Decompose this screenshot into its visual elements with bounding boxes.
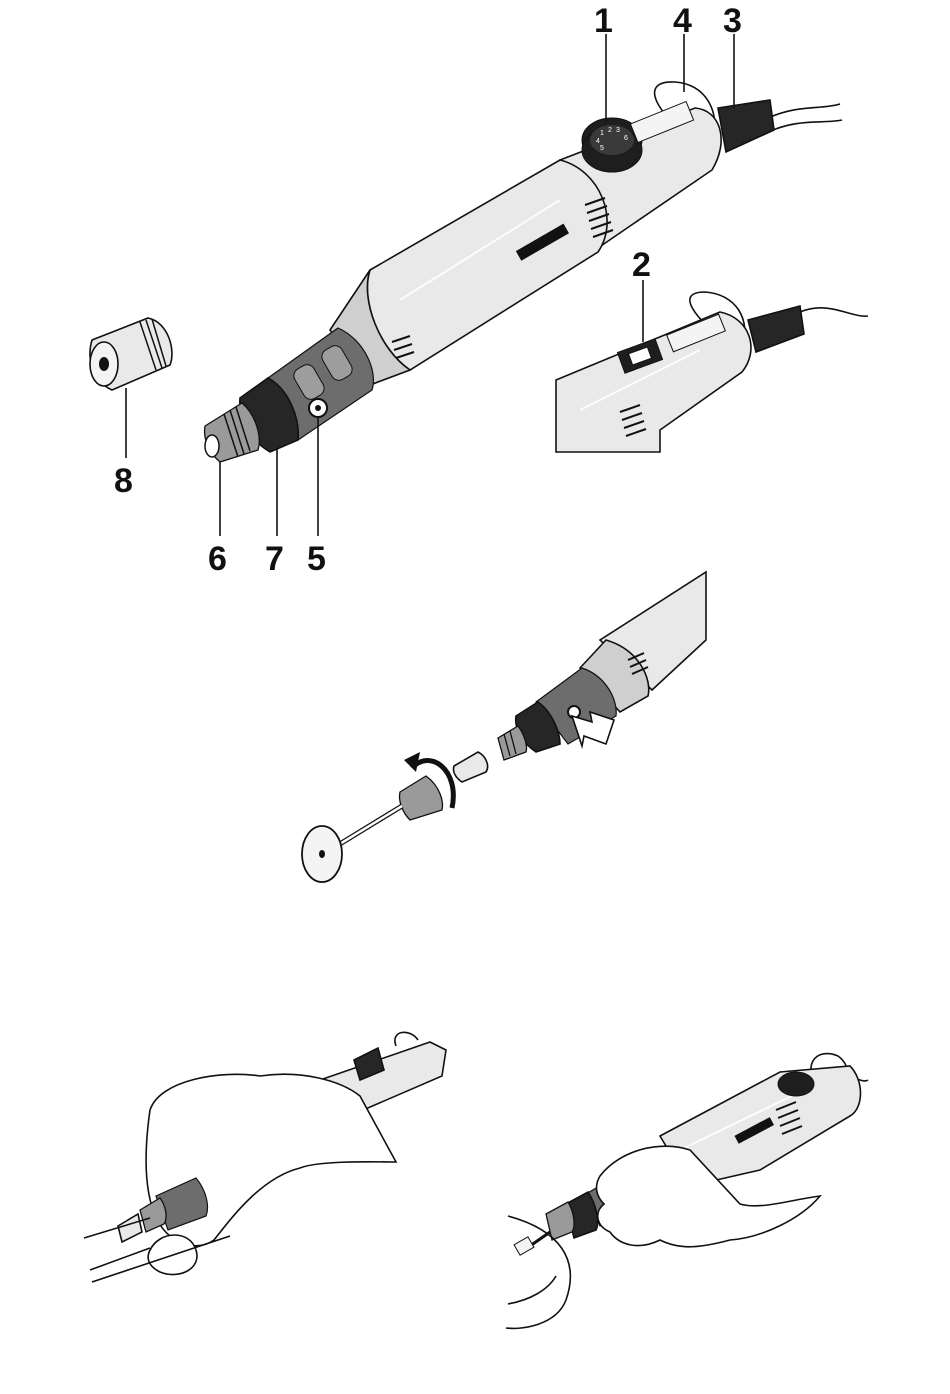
- dial-number: 4: [596, 138, 600, 145]
- palm-grip-bit: [514, 1237, 534, 1255]
- chuck-hole: [99, 357, 109, 371]
- dial-number: 2: [608, 127, 612, 134]
- spindle-lock-center: [315, 405, 321, 411]
- switch-inset-figure: 2: [556, 246, 868, 452]
- callout-7: 7: [265, 540, 284, 578]
- drill-chuck-accessory: 8: [90, 318, 172, 500]
- pencil-grip-figure: [84, 1032, 446, 1282]
- callout-3: 3: [723, 2, 742, 40]
- callout-1: 1: [594, 2, 613, 40]
- callout-2: 2: [632, 246, 651, 284]
- pencil-grip-bit: [118, 1214, 142, 1242]
- callout-6: 6: [208, 540, 227, 578]
- callout-4: 4: [673, 2, 692, 40]
- pencil-grip-hook: [395, 1032, 418, 1046]
- assembly-figure: [302, 572, 706, 882]
- inset-plug: [748, 306, 804, 352]
- cord-plug: [718, 100, 774, 152]
- power-cord: [768, 104, 842, 132]
- collet-opening: [205, 435, 219, 457]
- dial-number: 6: [624, 135, 628, 142]
- workpiece-inner-curve: [508, 1276, 556, 1304]
- inset-cord: [800, 308, 868, 316]
- inset-housing: [556, 312, 751, 452]
- dial-number: 1: [600, 130, 604, 137]
- callout-5: 5: [307, 540, 326, 578]
- callout-8: 8: [114, 462, 133, 500]
- collet-insert: [453, 752, 487, 782]
- palm-grip-collet: [546, 1202, 574, 1240]
- rotate-arrowhead: [404, 752, 420, 772]
- dial-number: 5: [600, 145, 604, 152]
- dial-number: 3: [616, 127, 620, 134]
- palm-grip-figure: [506, 1054, 868, 1329]
- disc-center: [319, 850, 325, 858]
- assembly-collet-nut: [399, 776, 442, 820]
- main-tool-figure: 1 2 3 4 5 6 1 4 3 6 7 5: [205, 2, 842, 578]
- press-arrow-icon: [572, 712, 614, 746]
- palm-grip-dial[interactable]: [778, 1072, 814, 1096]
